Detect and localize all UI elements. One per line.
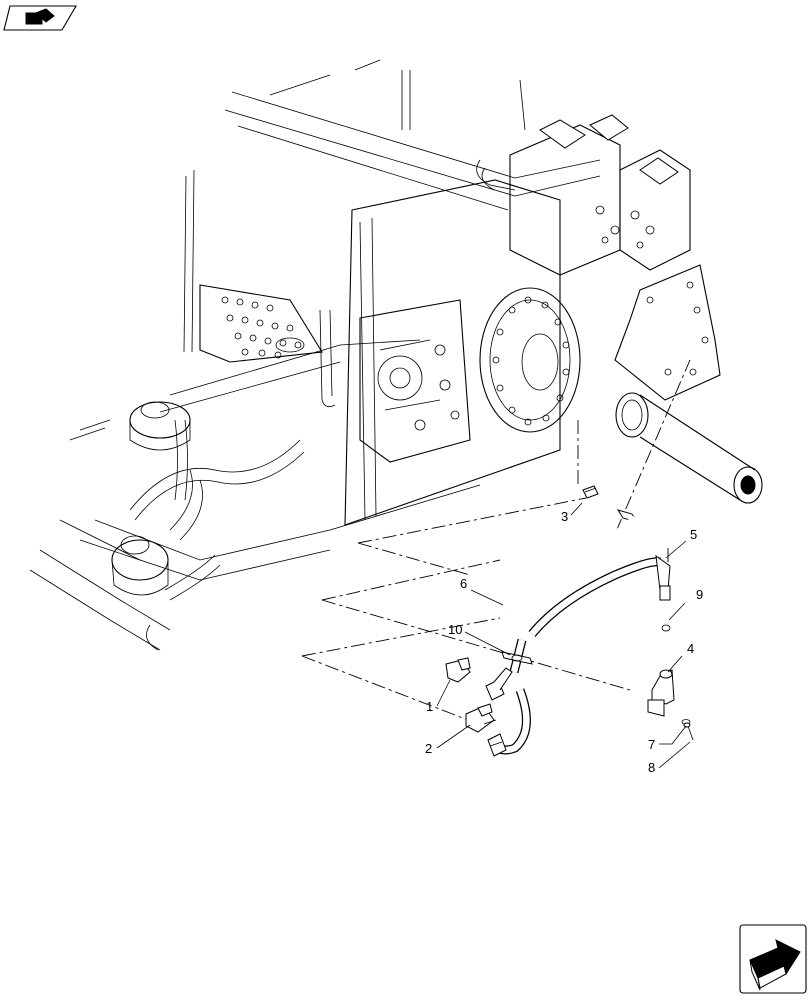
machine-frame xyxy=(29,59,601,651)
callout-3: 3 xyxy=(561,509,568,524)
callout-7: 7 xyxy=(648,737,655,752)
callout-4: 4 xyxy=(687,641,694,656)
part-hose-5 xyxy=(509,509,671,674)
part-o-ring-9 xyxy=(661,624,671,632)
callout-6: 6 xyxy=(460,576,467,591)
part-tee-fitting-1 xyxy=(445,657,513,701)
leader-lines xyxy=(436,502,691,769)
control-valve-bank xyxy=(476,114,691,276)
part-valve-2 xyxy=(465,703,497,733)
part-bolt-8 xyxy=(683,722,694,741)
callout-9: 9 xyxy=(696,587,703,602)
drive-hub xyxy=(479,287,581,433)
assembly-guide-lines xyxy=(301,359,691,721)
callout-1: 1 xyxy=(426,699,433,714)
callout-10: 10 xyxy=(448,622,462,637)
callout-8: 8 xyxy=(648,760,655,775)
next-page-arrow-icon[interactable] xyxy=(739,924,807,994)
left-hydraulic-motors xyxy=(69,309,336,651)
book-with-arrow-icon[interactable] xyxy=(3,5,77,31)
callouts: 1 2 3 4 5 6 7 8 9 10 xyxy=(425,509,703,775)
callout-5: 5 xyxy=(690,527,697,542)
transmission-housing xyxy=(359,299,471,463)
part-elbow-4 xyxy=(647,669,675,717)
axle-housing xyxy=(614,264,763,504)
part-fitting-3 xyxy=(582,485,599,499)
callout-2: 2 xyxy=(425,741,432,756)
part-hose-6 xyxy=(487,688,531,757)
